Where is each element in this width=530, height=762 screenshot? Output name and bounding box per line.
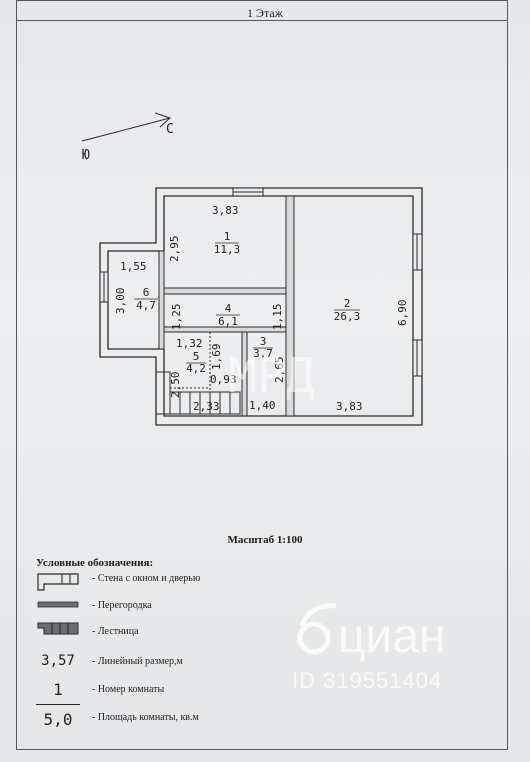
legend-item-room-number: - Номер комнаты [92,684,165,695]
legend-item-stairs: - Лестница [92,626,139,637]
partition-icon [37,601,79,608]
legend-symbols [37,573,79,635]
legend-item-wall: - Стена с окном и дверью [92,573,201,584]
room-4-area: 6,1 [218,315,238,328]
floor-plan: Ю С 3,83 2,95 1,55 3,00 1,25 1,15 6,90 3… [81,112,423,426]
cian-watermark-id: ID 319551404 [292,668,443,693]
cian-logo-icon [297,603,337,655]
legend-area-symbol: 5,0 [43,710,73,729]
dim-r3-bottom: 1,40 [249,399,276,412]
dim-r4-left: 1,25 [170,304,183,331]
room-2-number: 2 [344,297,351,310]
wall-window-door-icon [37,573,79,591]
legend-title: Условные обозначения: [36,557,154,569]
dim-r6-top: 1,55 [120,260,147,273]
room-6-number: 6 [143,286,150,299]
window-marks [99,187,423,377]
compass-north: С [166,122,174,137]
interior-walls [158,195,295,417]
plan-watermark: МРД [228,348,315,404]
room-4-number: 4 [225,302,232,315]
dim-r6-left: 3,00 [114,288,127,315]
dim-r1-left: 2,95 [168,236,181,263]
dim-r1-top: 3,83 [212,204,239,217]
legend-room-number-symbol: 1 [53,680,63,699]
compass-arrow-icon [81,112,171,142]
legend-item-dimension: - Линейный размер,м [92,656,183,667]
title-divider [16,20,508,21]
cian-watermark-brand: циан [338,610,446,663]
stairs-legend-icon [37,622,79,635]
dim-r5-top: 1,32 [176,337,203,350]
room-3-number: 3 [260,335,267,348]
dim-r2-bottom: 3,83 [336,400,363,413]
room-3-area: 3,7 [253,347,273,360]
dim-r2-right: 6,90 [396,300,409,327]
compass-south: Ю [82,148,90,163]
room-1-area: 11,3 [214,243,241,256]
room-5-number: 5 [193,350,200,363]
top-border [16,0,508,1]
legend-dimension-symbol: 3,57 [41,653,75,669]
stairs-icon [155,371,241,415]
legend-item-partition: - Перегородка [92,600,152,611]
floor-title: 1 Этаж [247,6,283,20]
room-2-area: 26,3 [334,310,361,323]
scale-label: Масштаб 1:100 [227,534,303,546]
sheet-frame [16,0,508,750]
dim-stairs-left: 2,50 [169,372,182,399]
legend-item-area: - Площадь комнаты, кв.м [92,712,199,723]
room-1-number: 1 [224,230,231,243]
legend-fraction-line [36,704,80,705]
dim-r5-bottom: 0,93 [210,373,237,386]
dim-r5-right: 1,69 [210,344,223,371]
room-6-area: 4,7 [136,299,156,312]
dim-r3-right: 2,65 [273,357,286,384]
room-5-area: 4,2 [186,362,206,375]
dim-r4-right: 1,15 [271,304,284,331]
dim-stairs-bottom: 2,33 [193,400,220,413]
